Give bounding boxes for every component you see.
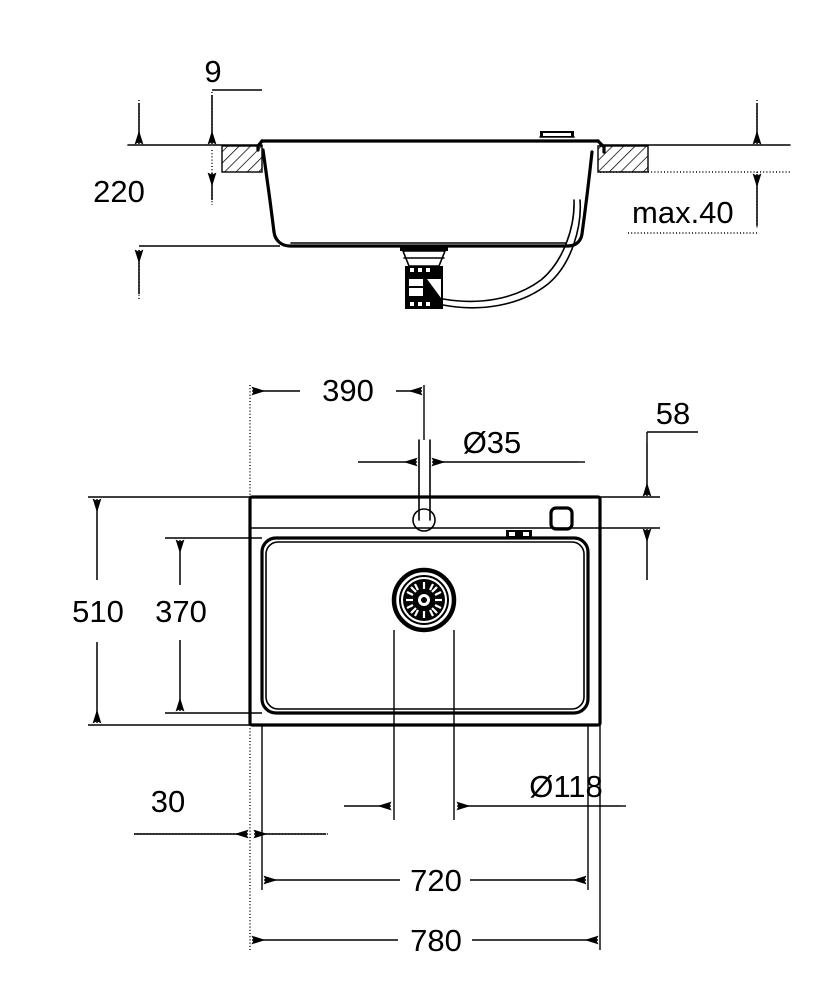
sink-outer-outline [248, 495, 602, 727]
dimension-label-220: 220 [93, 174, 145, 209]
dimension-370: 370 [155, 537, 262, 714]
dimension-d118: Ø118 [344, 769, 626, 811]
dimension-9: 9 [204, 54, 262, 205]
dimension-30: 30 [134, 784, 328, 839]
sink-rim-right-lip [596, 139, 606, 154]
tap-hole [412, 508, 436, 532]
overflow-hose-outer [442, 199, 582, 309]
dimension-780: 780 [251, 923, 599, 958]
dimension-label-9: 9 [204, 54, 221, 89]
dimension-label-370: 370 [155, 594, 207, 629]
dimension-max40: max.40 [628, 100, 762, 234]
section-view: 9 220 max.40 [93, 54, 791, 309]
dimension-label-max40: max.40 [632, 195, 734, 230]
dimension-label-58: 58 [656, 396, 690, 431]
countertop-hatch-right [597, 145, 649, 173]
basin-section-outline [261, 148, 594, 248]
dimension-390: 390 [249, 373, 425, 497]
dimension-label-d118: Ø118 [529, 769, 603, 804]
bowl-outer-edge [260, 536, 590, 715]
drain-assembly [400, 246, 448, 309]
overflow-hose-inner [442, 199, 575, 303]
dimension-label-510: 510 [72, 594, 124, 629]
bowl-inner-edge [265, 541, 585, 710]
dimension-label-720: 720 [410, 863, 462, 898]
accessory-hole [549, 506, 574, 531]
dimension-510: 510 [72, 496, 250, 726]
dimension-220: 220 [93, 100, 280, 300]
dimension-d35: Ø35 [358, 425, 585, 467]
dimension-label-390: 390 [322, 373, 374, 408]
dimension-58: 58 [600, 396, 698, 580]
dimension-label-780: 780 [410, 923, 462, 958]
dimension-720: 720 [263, 863, 587, 898]
overflow-slot [506, 530, 532, 538]
countertop-hatch-left [221, 145, 263, 173]
drain-strainer [391, 567, 457, 633]
sink-rim-left-lip [256, 139, 264, 152]
dimension-label-d35: Ø35 [463, 425, 522, 460]
overflow-cover-fitting [539, 131, 575, 138]
plan-view: 390 Ø35 58 510 [72, 373, 698, 958]
dimension-label-30: 30 [151, 784, 185, 819]
